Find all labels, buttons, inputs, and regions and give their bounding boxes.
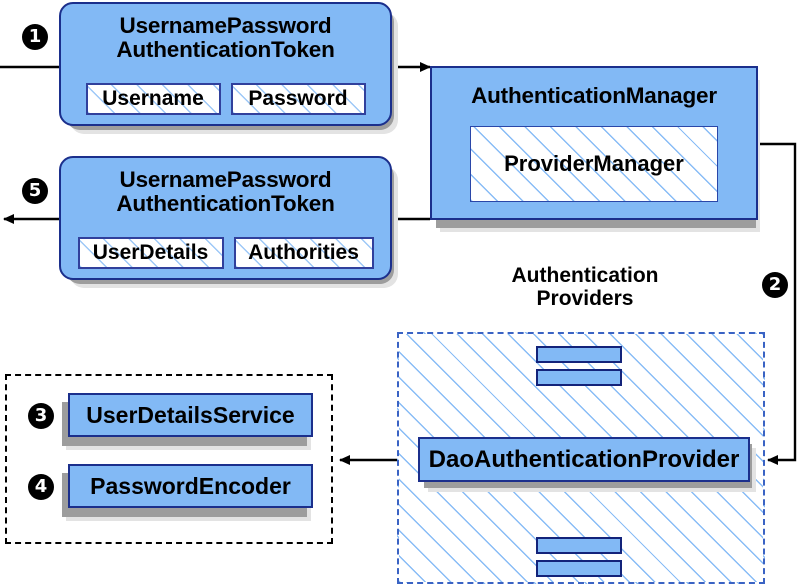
authorities-field[interactable]: Authorities: [233, 237, 374, 269]
authentication-providers-label: Authentication Providers: [511, 264, 659, 311]
step-badge-4: 4: [28, 474, 54, 500]
authentication-manager-title: AuthenticationManager: [471, 83, 717, 108]
passwordencoder-box[interactable]: PasswordEncoder: [68, 464, 313, 508]
password-field[interactable]: Password: [230, 83, 366, 115]
userdetailsservice-label: UserDetailsService: [86, 401, 295, 428]
response-token-title: UsernamePassword AuthenticationToken: [116, 167, 335, 217]
dao-authentication-provider-label: DaoAuthenticationProvider: [428, 445, 740, 473]
username-field[interactable]: Username: [85, 83, 221, 115]
request-token-title: UsernamePassword AuthenticationToken: [116, 13, 335, 63]
provider-manager-label: ProviderManager: [504, 151, 684, 176]
step-badge-3: 3: [28, 403, 54, 429]
provider-stub-bottom-2[interactable]: [536, 560, 622, 577]
request-token-box[interactable]: UsernamePassword AuthenticationToken Use…: [59, 2, 392, 126]
dao-authentication-provider-box[interactable]: DaoAuthenticationProvider: [418, 437, 750, 482]
step-badge-5: 5: [22, 178, 48, 204]
response-token-fields: UserDetails Authorities: [61, 237, 390, 269]
provider-stub-bottom-1[interactable]: [536, 537, 622, 554]
step-badge-1: 1: [22, 24, 48, 50]
authentication-manager-box[interactable]: AuthenticationManager ProviderManager: [430, 66, 758, 220]
provider-stub-top-1[interactable]: [536, 346, 622, 363]
step-badge-2: 2: [762, 272, 788, 298]
passwordencoder-label: PasswordEncoder: [90, 472, 291, 499]
userdetails-field[interactable]: UserDetails: [77, 237, 224, 269]
userdetailsservice-box[interactable]: UserDetailsService: [68, 393, 313, 437]
provider-manager-box[interactable]: ProviderManager: [470, 126, 718, 202]
provider-stub-top-2[interactable]: [536, 369, 622, 386]
request-token-fields: Username Password: [61, 83, 390, 115]
response-token-box[interactable]: UsernamePassword AuthenticationToken Use…: [59, 156, 392, 280]
